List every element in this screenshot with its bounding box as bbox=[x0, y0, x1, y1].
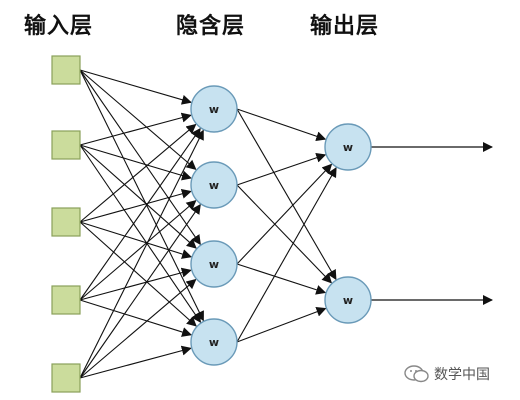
input-node bbox=[51, 130, 81, 160]
connection-edge bbox=[79, 299, 193, 337]
input-layer-label: 输入层 bbox=[24, 14, 94, 39]
connection-edge bbox=[79, 127, 201, 301]
connection-edge bbox=[79, 221, 193, 259]
connection-edge bbox=[79, 123, 197, 223]
hidden-neuron: w bbox=[190, 318, 238, 366]
output-neuron: w bbox=[324, 276, 372, 324]
neuron-weight-label: w bbox=[209, 336, 219, 349]
hidden-neuron: w bbox=[190, 161, 238, 209]
connection-edge bbox=[236, 152, 327, 186]
connection-edge bbox=[236, 108, 337, 281]
connection-edge bbox=[79, 188, 192, 223]
input-node bbox=[51, 207, 81, 237]
connection-edge bbox=[79, 144, 197, 249]
hidden-neuron: w bbox=[190, 240, 238, 288]
hidden-neuron: w bbox=[190, 85, 238, 133]
connection-edge bbox=[236, 184, 333, 284]
connection-edge bbox=[236, 307, 327, 343]
connection-edge bbox=[79, 345, 192, 379]
connection-edge bbox=[79, 278, 197, 379]
neuron-weight-label: w bbox=[343, 141, 353, 154]
neuron-weight-label: w bbox=[209, 179, 219, 192]
input-node bbox=[51, 363, 81, 393]
connection-edge bbox=[79, 69, 204, 322]
wechat-logo-icon bbox=[404, 365, 429, 383]
connection-edge bbox=[79, 69, 197, 171]
connection-edge bbox=[236, 263, 327, 295]
input-node bbox=[51, 55, 81, 85]
input-node bbox=[51, 285, 81, 315]
connection-edge bbox=[79, 267, 192, 301]
watermark-text: 数学中国 bbox=[434, 367, 490, 383]
neuron-weight-label: w bbox=[209, 258, 219, 271]
connection-edge bbox=[79, 112, 192, 146]
connection-edge bbox=[79, 203, 201, 379]
connection-edge bbox=[79, 129, 204, 379]
connection-edge bbox=[79, 199, 197, 301]
hidden-layer-label: 隐含层 bbox=[176, 14, 246, 39]
connection-edge bbox=[79, 221, 197, 327]
connection-edge bbox=[236, 108, 327, 142]
connection-edge bbox=[236, 163, 333, 265]
connection-edge bbox=[236, 166, 337, 343]
connection-edge bbox=[79, 144, 192, 181]
neuron-weight-label: w bbox=[343, 294, 353, 307]
watermark: 数学中国 bbox=[404, 364, 490, 384]
connection-edge bbox=[79, 69, 201, 246]
output-neuron: w bbox=[324, 123, 372, 171]
connection-edge bbox=[79, 69, 192, 105]
output-layer-label: 输出层 bbox=[310, 14, 380, 39]
neuron-weight-label: w bbox=[209, 103, 219, 116]
